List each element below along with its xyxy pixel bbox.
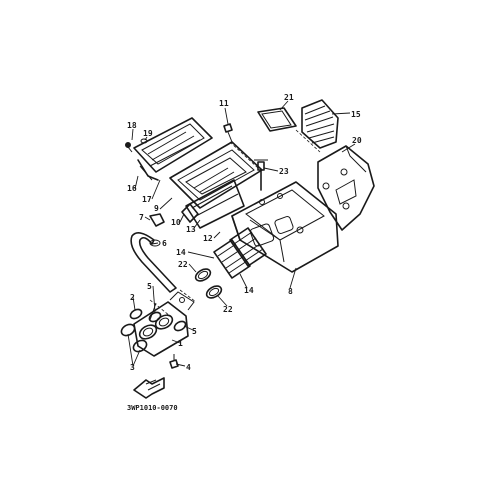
part-21-sheet — [257, 107, 297, 132]
part-2-ring — [129, 308, 143, 320]
callout-14-upper: 14 — [176, 248, 186, 257]
part-9-filter-element — [169, 141, 263, 209]
callout-8: 8 — [288, 287, 293, 296]
callout-18: 18 — [127, 121, 137, 130]
callout-11: 11 — [219, 99, 229, 108]
part-12-filter-frame — [185, 179, 245, 229]
part-6-hose — [130, 232, 177, 293]
part-20-cover — [317, 145, 375, 231]
callout-21: 21 — [284, 93, 294, 102]
part-4-bolt — [169, 354, 179, 369]
front-arrow-icon — [133, 377, 165, 399]
part-7-clip — [149, 213, 165, 227]
callout-5-middle: 5 — [192, 327, 197, 336]
callout-3: 3 — [130, 363, 135, 372]
part-17-cover-plate — [133, 117, 213, 173]
callout-2: 2 — [130, 293, 135, 302]
callout-12: 12 — [203, 234, 213, 243]
callout-10: 10 — [171, 218, 181, 227]
callout-labels: 11 21 15 18 19 20 23 16 17 9 7 10 13 12 … — [127, 93, 362, 412]
part-14-joint-left — [213, 239, 251, 279]
callout-1: 1 — [178, 339, 183, 348]
part-10-bracket — [181, 203, 199, 223]
callout-13: 13 — [186, 225, 196, 234]
callout-15: 15 — [351, 110, 361, 119]
part-5-clamp — [148, 311, 187, 332]
callout-17: 17 — [142, 195, 152, 204]
callout-6: 6 — [162, 239, 167, 248]
callout-19: 19 — [143, 129, 153, 138]
callout-23: 23 — [279, 167, 289, 176]
callout-7: 7 — [139, 213, 144, 222]
callout-14-lower: 14 — [244, 286, 254, 295]
callout-22-upper: 22 — [178, 260, 188, 269]
part-11-screw — [223, 123, 233, 143]
part-18-screw — [125, 142, 133, 153]
diagram-code: 3WP1010-0070 — [127, 404, 178, 412]
callout-4: 4 — [186, 363, 191, 372]
part-1-intake-assembly — [133, 291, 195, 357]
part-22-clamp-lower — [205, 285, 223, 299]
part-19-washer — [140, 138, 148, 144]
part-14-joint-right — [229, 227, 267, 267]
callout-22-lower: 22 — [223, 305, 233, 314]
callout-16: 16 — [127, 184, 137, 193]
callout-5-upper: 5 — [147, 282, 152, 291]
callout-9: 9 — [154, 204, 159, 213]
part-22-clamp-upper — [194, 268, 212, 282]
part-15-intake-duct — [301, 99, 339, 149]
leader-lines — [127, 100, 356, 367]
callout-20: 20 — [352, 136, 362, 145]
part-16-cover-seal — [137, 159, 159, 181]
